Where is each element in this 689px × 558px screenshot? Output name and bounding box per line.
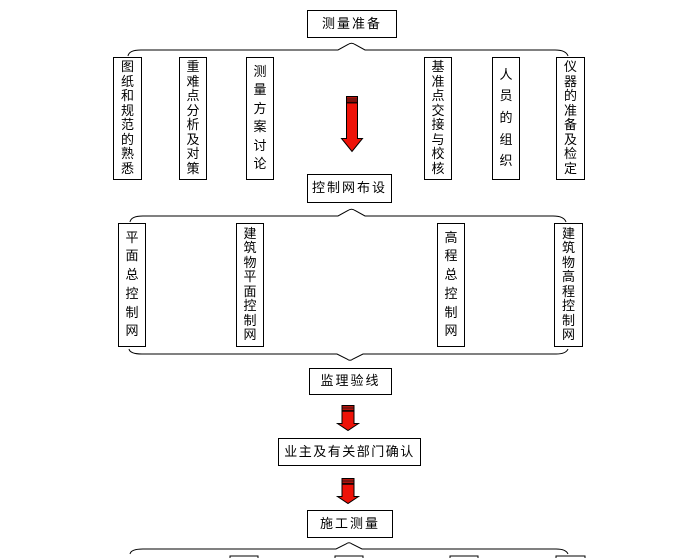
arrow-supervision-to-confirm <box>335 405 361 432</box>
arrow-confirm-to-construction <box>335 478 361 505</box>
vbox-survey-plan-discussion: 测量方案讨论 <box>246 57 274 180</box>
arrow-black-band <box>342 483 354 485</box>
arrow-dark-band <box>342 406 354 410</box>
vbox-elevation-master-control-network: 高程总控制网 <box>437 223 465 347</box>
partial-branch-box-top <box>229 555 259 558</box>
brace-spread-preparation <box>127 42 569 57</box>
partial-branch-box-top <box>555 555 586 558</box>
brace-converge-supervision <box>128 348 569 361</box>
box-construction-survey: 施工测量 <box>307 510 393 538</box>
arrow-prep-to-control <box>340 96 364 153</box>
box-owner-department-confirmation: 业主及有关部门确认 <box>278 438 421 466</box>
vbox-building-plane-control-network: 建筑物平面控制网 <box>236 223 264 347</box>
vbox-key-difficulties-analysis: 重难点分析及对策 <box>179 57 207 180</box>
brace-spread-control-network <box>129 208 567 223</box>
vbox-building-elevation-control-network: 建筑物高程控制网 <box>554 223 583 347</box>
brace-spread-construction <box>129 542 569 555</box>
arrow-dark-band <box>347 97 357 101</box>
box-supervision-line-check: 监理验线 <box>309 368 392 395</box>
vbox-drawings-specs-familiarity: 图纸和规范的熟悉 <box>113 57 142 180</box>
arrow-dark-band <box>342 479 354 483</box>
box-survey-preparation: 测量准备 <box>307 10 397 38</box>
vbox-personnel-organization: 人员的组织 <box>492 57 520 180</box>
vbox-plane-master-control-network: 平面总控制网 <box>118 223 146 347</box>
partial-branch-box-top <box>334 555 364 558</box>
partial-branch-box-top <box>449 555 479 558</box>
arrow-black-band <box>347 101 357 104</box>
down-arrow-icon <box>340 96 364 153</box>
arrow-black-band <box>342 410 354 412</box>
box-control-network-layout: 控制网布设 <box>307 174 392 203</box>
vbox-benchmark-handover-check: 基准点交接与校核 <box>424 57 452 180</box>
vbox-instrument-preparation-calibration: 仪器的准备及检定 <box>556 57 585 180</box>
